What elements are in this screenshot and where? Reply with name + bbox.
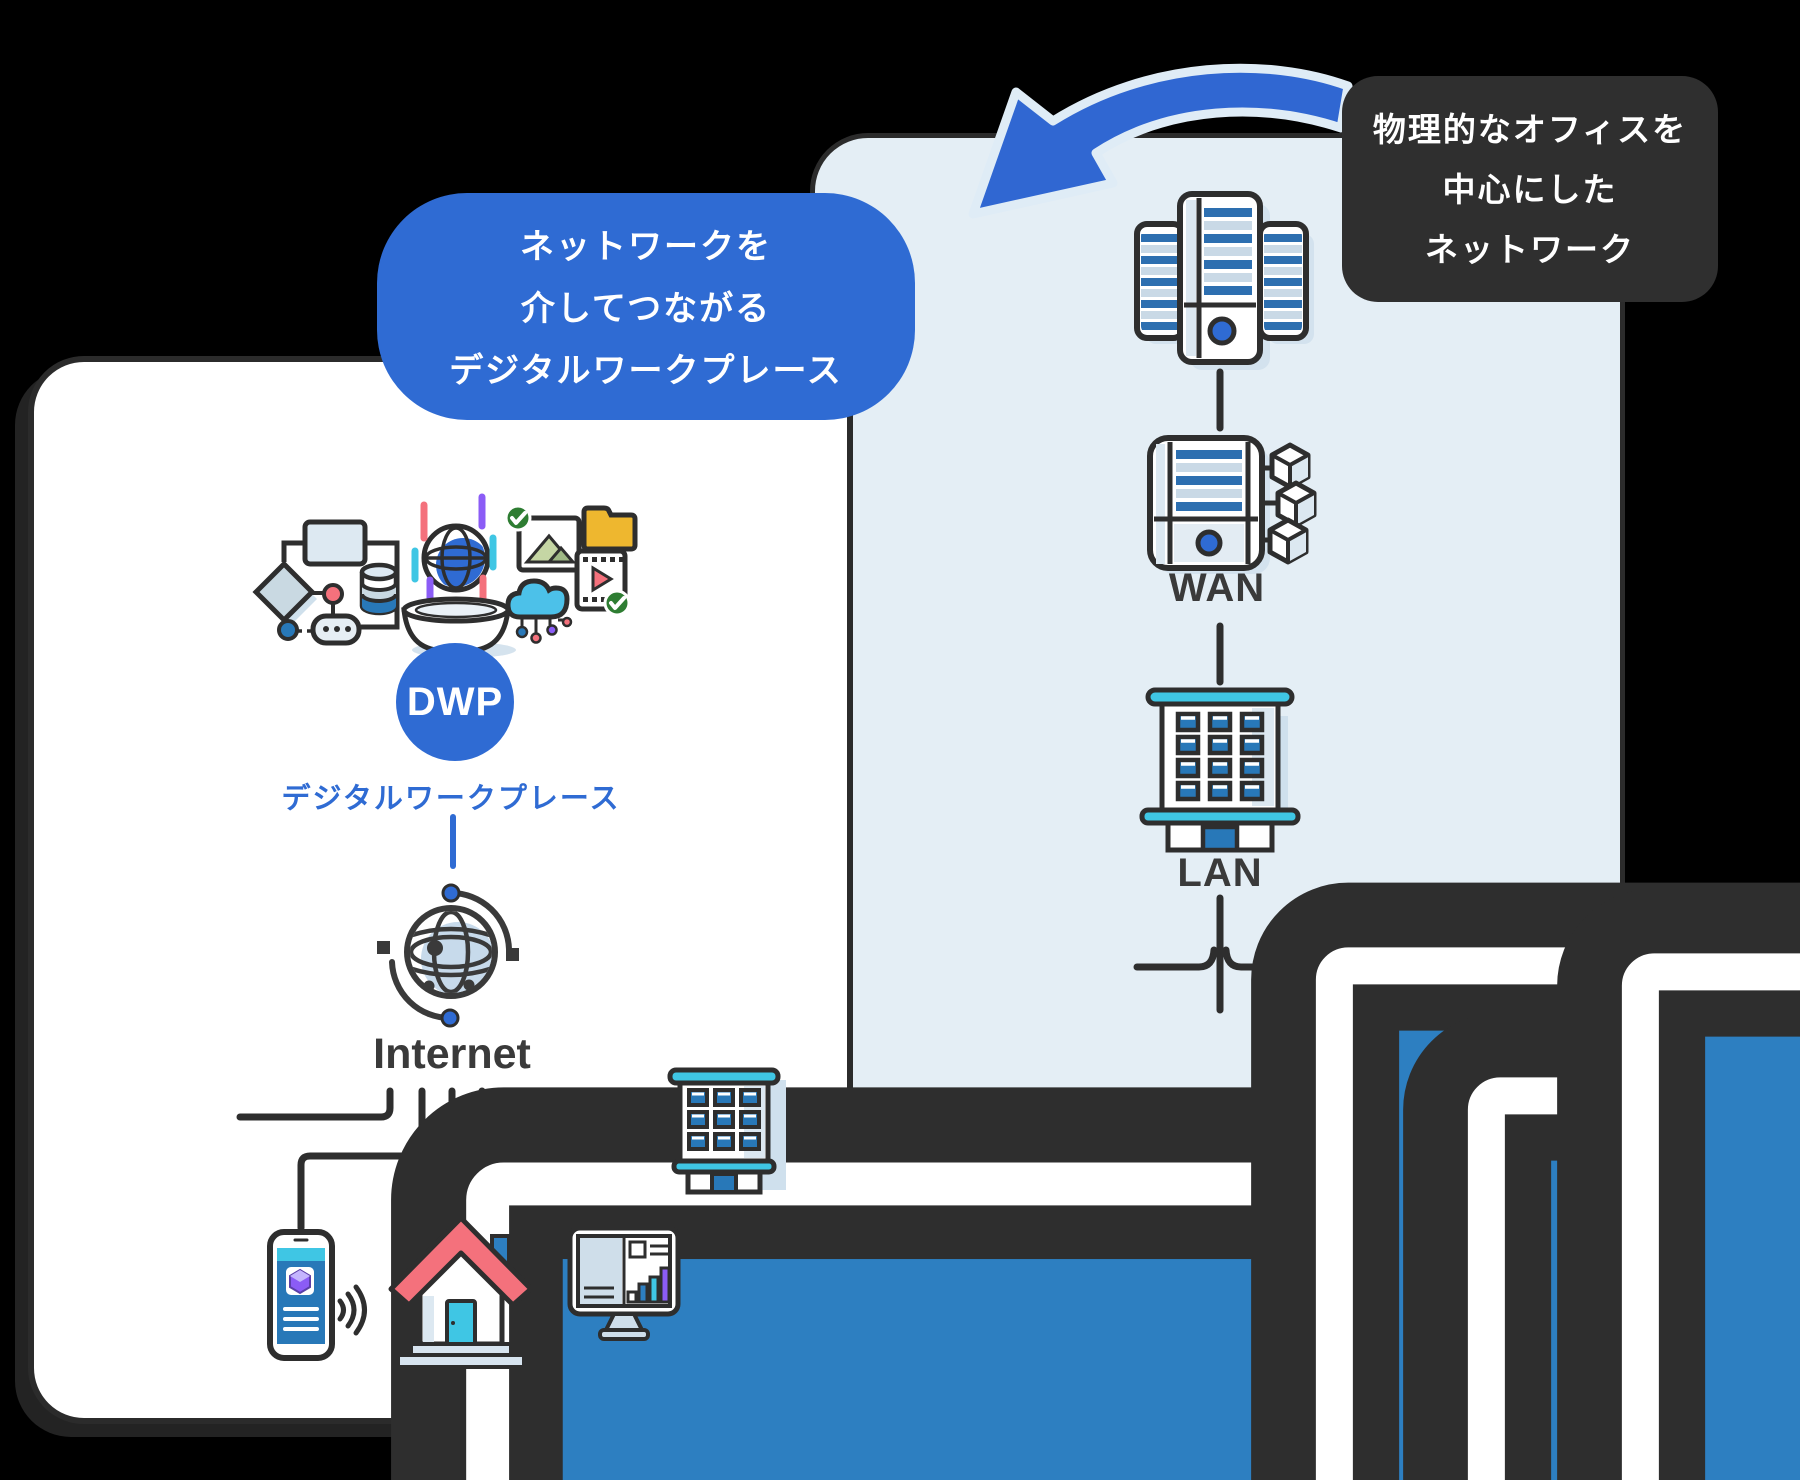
bubble-line: ネットワークを	[520, 228, 772, 266]
bubble-line: 介してつながる	[520, 290, 772, 328]
physical-network-bubble: 物理的なオフィスを 中心にした ネットワーク	[1342, 76, 1718, 302]
digital-workplace-bubble: ネットワークを 介してつながる デジタルワークプレース	[377, 193, 915, 420]
digital-workplace-panel	[28, 356, 853, 1424]
bubble-line: ネットワーク	[1425, 231, 1635, 268]
internet-label: Internet	[373, 1030, 531, 1078]
dwp-caption: デジタルワークプレース	[281, 783, 621, 815]
dwp-badge-label: DWP	[406, 679, 504, 724]
bubble-line: 中心にした	[1442, 171, 1618, 208]
dwp-badge: DWP	[396, 643, 514, 761]
bubble-line: デジタルワークプレース	[449, 352, 843, 390]
bubble-line: 物理的なオフィスを	[1372, 111, 1688, 148]
wan-label: WAN	[1168, 566, 1266, 610]
lan-label: LAN	[1177, 851, 1263, 895]
